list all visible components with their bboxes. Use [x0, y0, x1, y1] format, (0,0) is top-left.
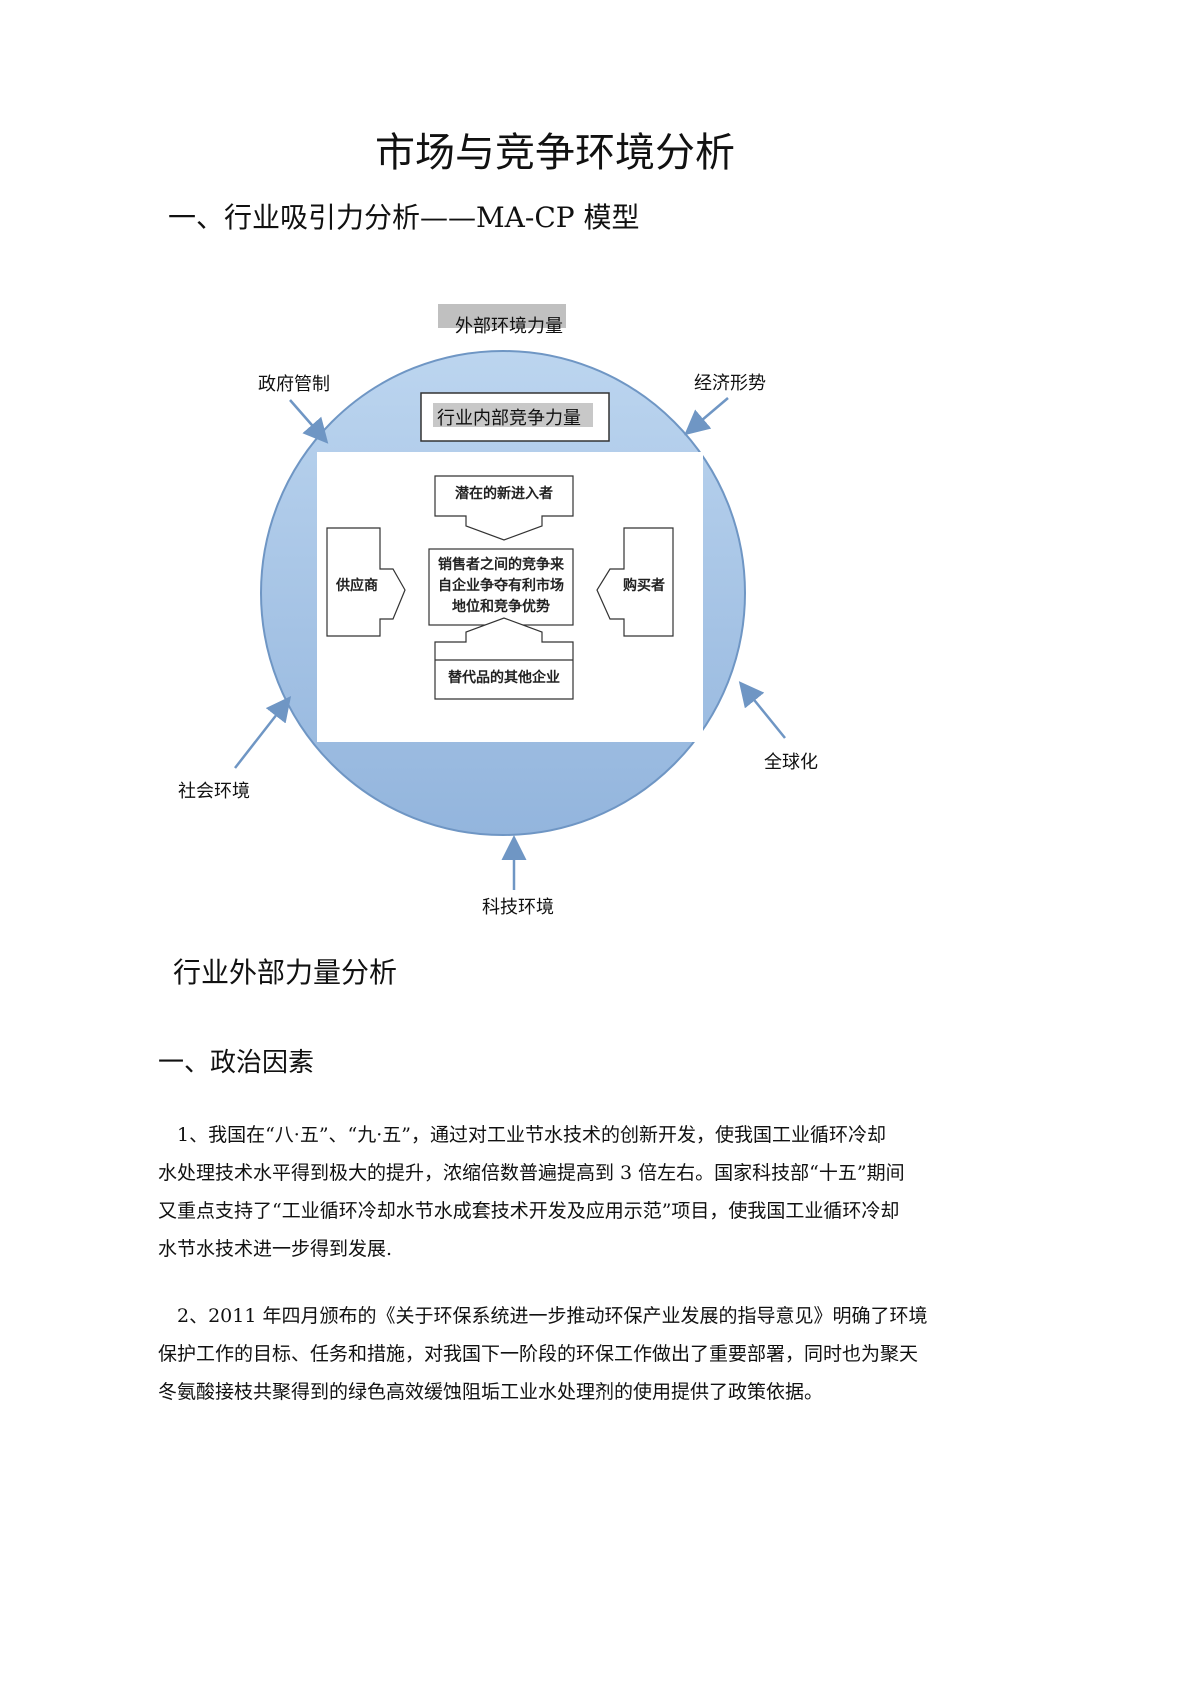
inner-competition-label: 行业内部竞争力量 [437, 408, 581, 429]
entrants-arrow-box [434, 475, 574, 541]
paragraph-2: 2、2011 年四月颁布的《关于环保系统进一步推动环保产业发展的指导意见》明确了… [158, 1297, 927, 1411]
section-heading-political: 一、政治因素 [158, 1048, 315, 1078]
center-line: 销售者之间的竞争来 [438, 557, 564, 573]
arrow-gov [289, 399, 329, 444]
force-econ: 经济形势 [694, 373, 766, 394]
paragraph-line: 又重点支持了“工业循环冷却水节水成套技术开发及应用示范”项目，使我国工业循环冷却 [158, 1200, 900, 1222]
substitutes-label: 替代品的其他企业 [448, 670, 560, 686]
supplier-arrow-box [326, 527, 406, 637]
center-label: 销售者之间的竞争来 自企业争夺有利市场 地位和竞争优势 [429, 555, 573, 618]
center-line: 自企业争夺有利市场 [438, 578, 564, 594]
center-line: 地位和竞争优势 [452, 599, 550, 615]
paragraph-line: 冬氨酸接枝共聚得到的绿色高效缓蚀阻垢工业水处理剂的使用提供了政策依据。 [158, 1381, 824, 1403]
buyers-label: 购买者 [623, 578, 665, 594]
section-heading-external: 行业外部力量分析 [173, 956, 398, 989]
arrow-econ [684, 397, 729, 436]
paragraph-1: 1、我国在“八·五”、“九·五”，通过对工业节水技术的创新开发，使我国工业循环冷… [158, 1116, 905, 1268]
arrow-social [234, 696, 292, 769]
entrants-label: 潜在的新进入者 [455, 486, 553, 502]
force-gov: 政府管制 [258, 374, 330, 395]
ma-cp-diagram [234, 304, 786, 890]
outer-environment-label: 外部环境力量 [455, 316, 563, 337]
arrow-global [738, 681, 786, 739]
paragraph-line: 1、我国在“八·五”、“九·五”，通过对工业节水技术的创新开发，使我国工业循环冷… [158, 1124, 887, 1146]
force-social: 社会环境 [178, 781, 250, 802]
paragraph-line: 水处理技术水平得到极大的提升，浓缩倍数普遍提高到 3 倍左右。国家科技部“十五”… [158, 1162, 905, 1184]
paragraph-line: 2、2011 年四月颁布的《关于环保系统进一步推动环保产业发展的指导意见》明确了… [158, 1305, 928, 1327]
outer-label-bg [438, 304, 566, 328]
force-global: 全球化 [764, 752, 818, 773]
page-title: 市场与竞争环境分析 [375, 130, 735, 176]
paragraph-line: 水节水技术进一步得到发展. [158, 1238, 393, 1260]
paragraph-line: 保护工作的目标、任务和措施，对我国下一阶段的环保工作做出了重要部署，同时也为聚天 [158, 1343, 919, 1365]
section-heading-ma-cp: 一、行业吸引力分析——MA-CP 模型 [168, 201, 640, 234]
force-tech: 科技环境 [482, 897, 554, 918]
substitutes-arrow-box [434, 617, 574, 700]
buyer-arrow-box [596, 527, 674, 637]
suppliers-label: 供应商 [336, 578, 378, 594]
